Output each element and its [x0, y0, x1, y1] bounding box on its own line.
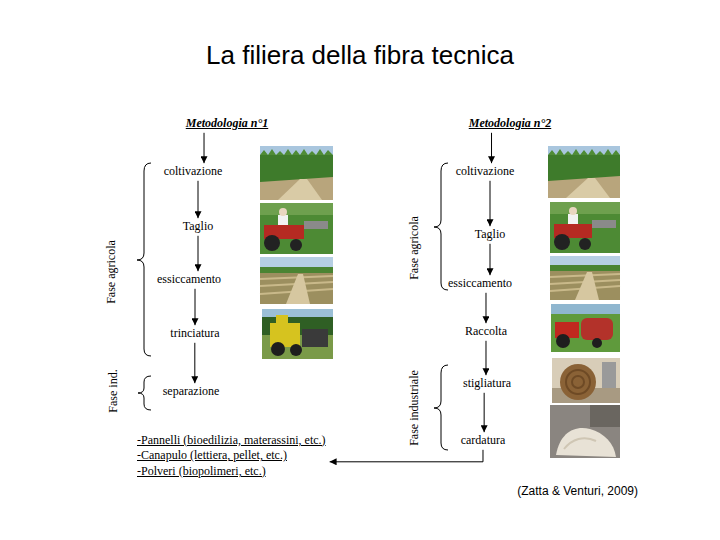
- method-header: Metodologia n°2: [466, 115, 554, 133]
- phase-label: Fase agricola: [407, 216, 422, 280]
- cutting-photo: [550, 202, 620, 253]
- flow-arrow: [198, 236, 199, 271]
- flow-arrow: [195, 289, 196, 325]
- process-step: coltivazione: [161, 163, 226, 181]
- node-text: cardatura: [461, 433, 506, 449]
- process-step: cardatura: [458, 432, 509, 450]
- baling-photo: [551, 304, 620, 352]
- node-text: Taglio: [475, 227, 506, 243]
- flow-arrow: [490, 244, 491, 275]
- process-step: separazione: [160, 383, 223, 401]
- node-text: -Canapulo (lettiera, pellet, etc.): [137, 448, 326, 464]
- node-text: separazione: [163, 384, 220, 400]
- flow-arrow: [490, 181, 491, 226]
- caption: (Zatta & Venturi, 2009): [517, 484, 638, 498]
- decortication-photo: [552, 358, 620, 403]
- product-list: -Pannelli (bioedilizia, materassini, etc…: [134, 432, 329, 481]
- process-step: essiccamento: [445, 275, 515, 293]
- phase-bracket: [138, 376, 151, 410]
- node-text: Metodologia n°2: [469, 116, 551, 132]
- flow-arrow: [194, 343, 195, 383]
- title: La filiera della fibra tecnica: [0, 40, 720, 71]
- process-step: Raccolta: [462, 323, 510, 341]
- flow-arrow: [484, 393, 485, 432]
- chopping-photo: [262, 309, 333, 359]
- node-text: stigliatura: [463, 376, 511, 392]
- drying-photo: [260, 257, 333, 304]
- process-step: coltivazione: [453, 163, 518, 181]
- field-photo: [260, 146, 333, 200]
- carding-photo: [550, 405, 620, 458]
- phase-label: Fase industriale: [407, 370, 422, 446]
- node-text: Taglio: [183, 219, 214, 235]
- node-text: Raccolta: [465, 324, 507, 340]
- process-step: trinciatura: [167, 325, 222, 343]
- node-text: essiccamento: [448, 276, 512, 292]
- flow-arrow: [491, 133, 492, 163]
- drying-photo: [550, 256, 620, 300]
- flow-arrow: [198, 181, 199, 218]
- flow-arrow: [485, 341, 486, 375]
- phase-bracket: [434, 163, 448, 290]
- node-text: coltivazione: [456, 164, 515, 180]
- node-text: trinciatura: [170, 326, 219, 342]
- node-text: -Polveri (biopolimeri, etc.): [137, 464, 326, 480]
- phase-bracket: [434, 365, 448, 450]
- cutting-photo: [260, 203, 333, 254]
- flow-arrow: [330, 450, 483, 462]
- field-photo: [548, 146, 620, 198]
- node-text: coltivazione: [164, 164, 223, 180]
- phase-label: Fase ind.: [106, 369, 121, 412]
- phase-label: Fase agricola: [104, 240, 119, 304]
- method-header: Metodologia n°1: [183, 115, 271, 133]
- node-text: Metodologia n°1: [186, 116, 268, 132]
- process-step: essiccamento: [154, 271, 224, 289]
- process-step: stigliatura: [460, 375, 514, 393]
- flow-arrow: [204, 133, 205, 163]
- node-text: essiccamento: [157, 272, 221, 288]
- process-step: Taglio: [472, 226, 509, 244]
- flow-arrow: [485, 293, 486, 323]
- phase-bracket: [137, 163, 151, 356]
- node-text: -Pannelli (bioedilizia, materassini, etc…: [137, 433, 326, 449]
- process-step: Taglio: [180, 218, 217, 236]
